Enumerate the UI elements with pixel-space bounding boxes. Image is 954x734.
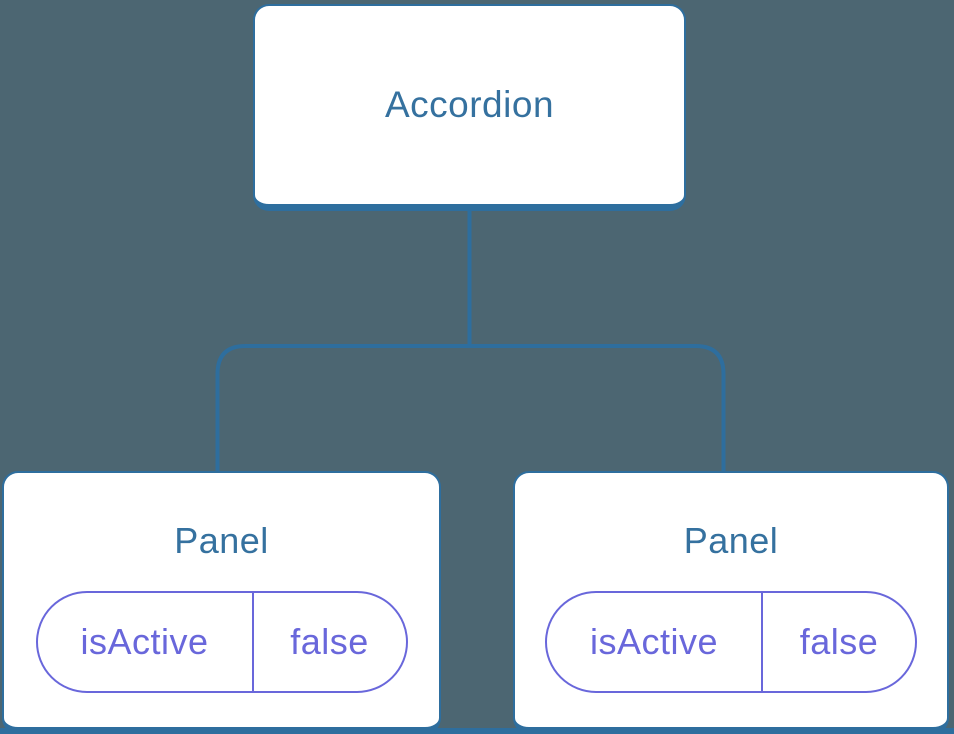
tree-node-accordion: Accordion [253, 4, 686, 211]
state-pill: isActive false [545, 591, 917, 693]
node-label: Accordion [384, 84, 555, 125]
tree-node-panel-right: Panel isActive false [513, 471, 949, 734]
state-pill: isActive false [35, 591, 408, 693]
node-label: Panel [683, 520, 779, 561]
state-value: false [251, 593, 406, 691]
bottom-edge-strip [0, 728, 954, 734]
state-value: false [761, 593, 915, 691]
state-key: isActive [589, 621, 719, 662]
state-key: isActive [80, 621, 209, 662]
connector-branch-line [215, 344, 726, 473]
tree-node-panel-left: Panel isActive false [2, 471, 441, 734]
node-label: Panel [174, 520, 269, 561]
